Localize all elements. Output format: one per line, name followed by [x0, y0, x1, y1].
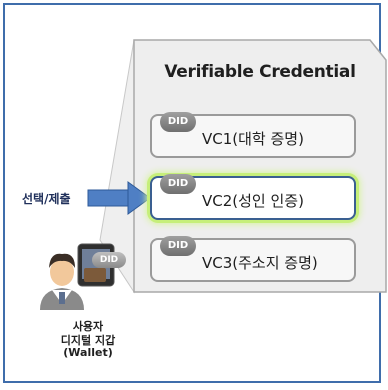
did-badge: DID — [160, 236, 196, 256]
did-badge: DID — [160, 174, 196, 194]
credential-panel — [133, 39, 387, 293]
arrow-right-icon — [87, 181, 151, 215]
vc-card-3: DID VC3(주소지 증명) — [150, 236, 356, 282]
user-label-line3: (Wallet) — [63, 346, 113, 359]
user-icon — [40, 253, 84, 310]
vc-card-1: DID VC1(대학 증명) — [150, 112, 356, 158]
panel-fold-line — [369, 39, 387, 61]
vc-label: VC3(주소지 증명) — [202, 254, 318, 272]
vc-label: VC1(대학 증명) — [202, 130, 304, 148]
vc-label: VC2(성인 인증) — [202, 192, 304, 210]
did-badge: DID — [160, 112, 196, 132]
vc-card-2-selected: DID VC2(성인 인증) — [150, 174, 356, 220]
select-submit-label: 선택/제출 — [22, 192, 71, 206]
wallet-did-badge: DID — [92, 252, 126, 268]
user-label-line1: 사용자 — [72, 320, 104, 333]
diagram-title: Verifiable Credential — [164, 62, 356, 82]
user-label-line2: 디지털 지갑 — [60, 334, 116, 347]
